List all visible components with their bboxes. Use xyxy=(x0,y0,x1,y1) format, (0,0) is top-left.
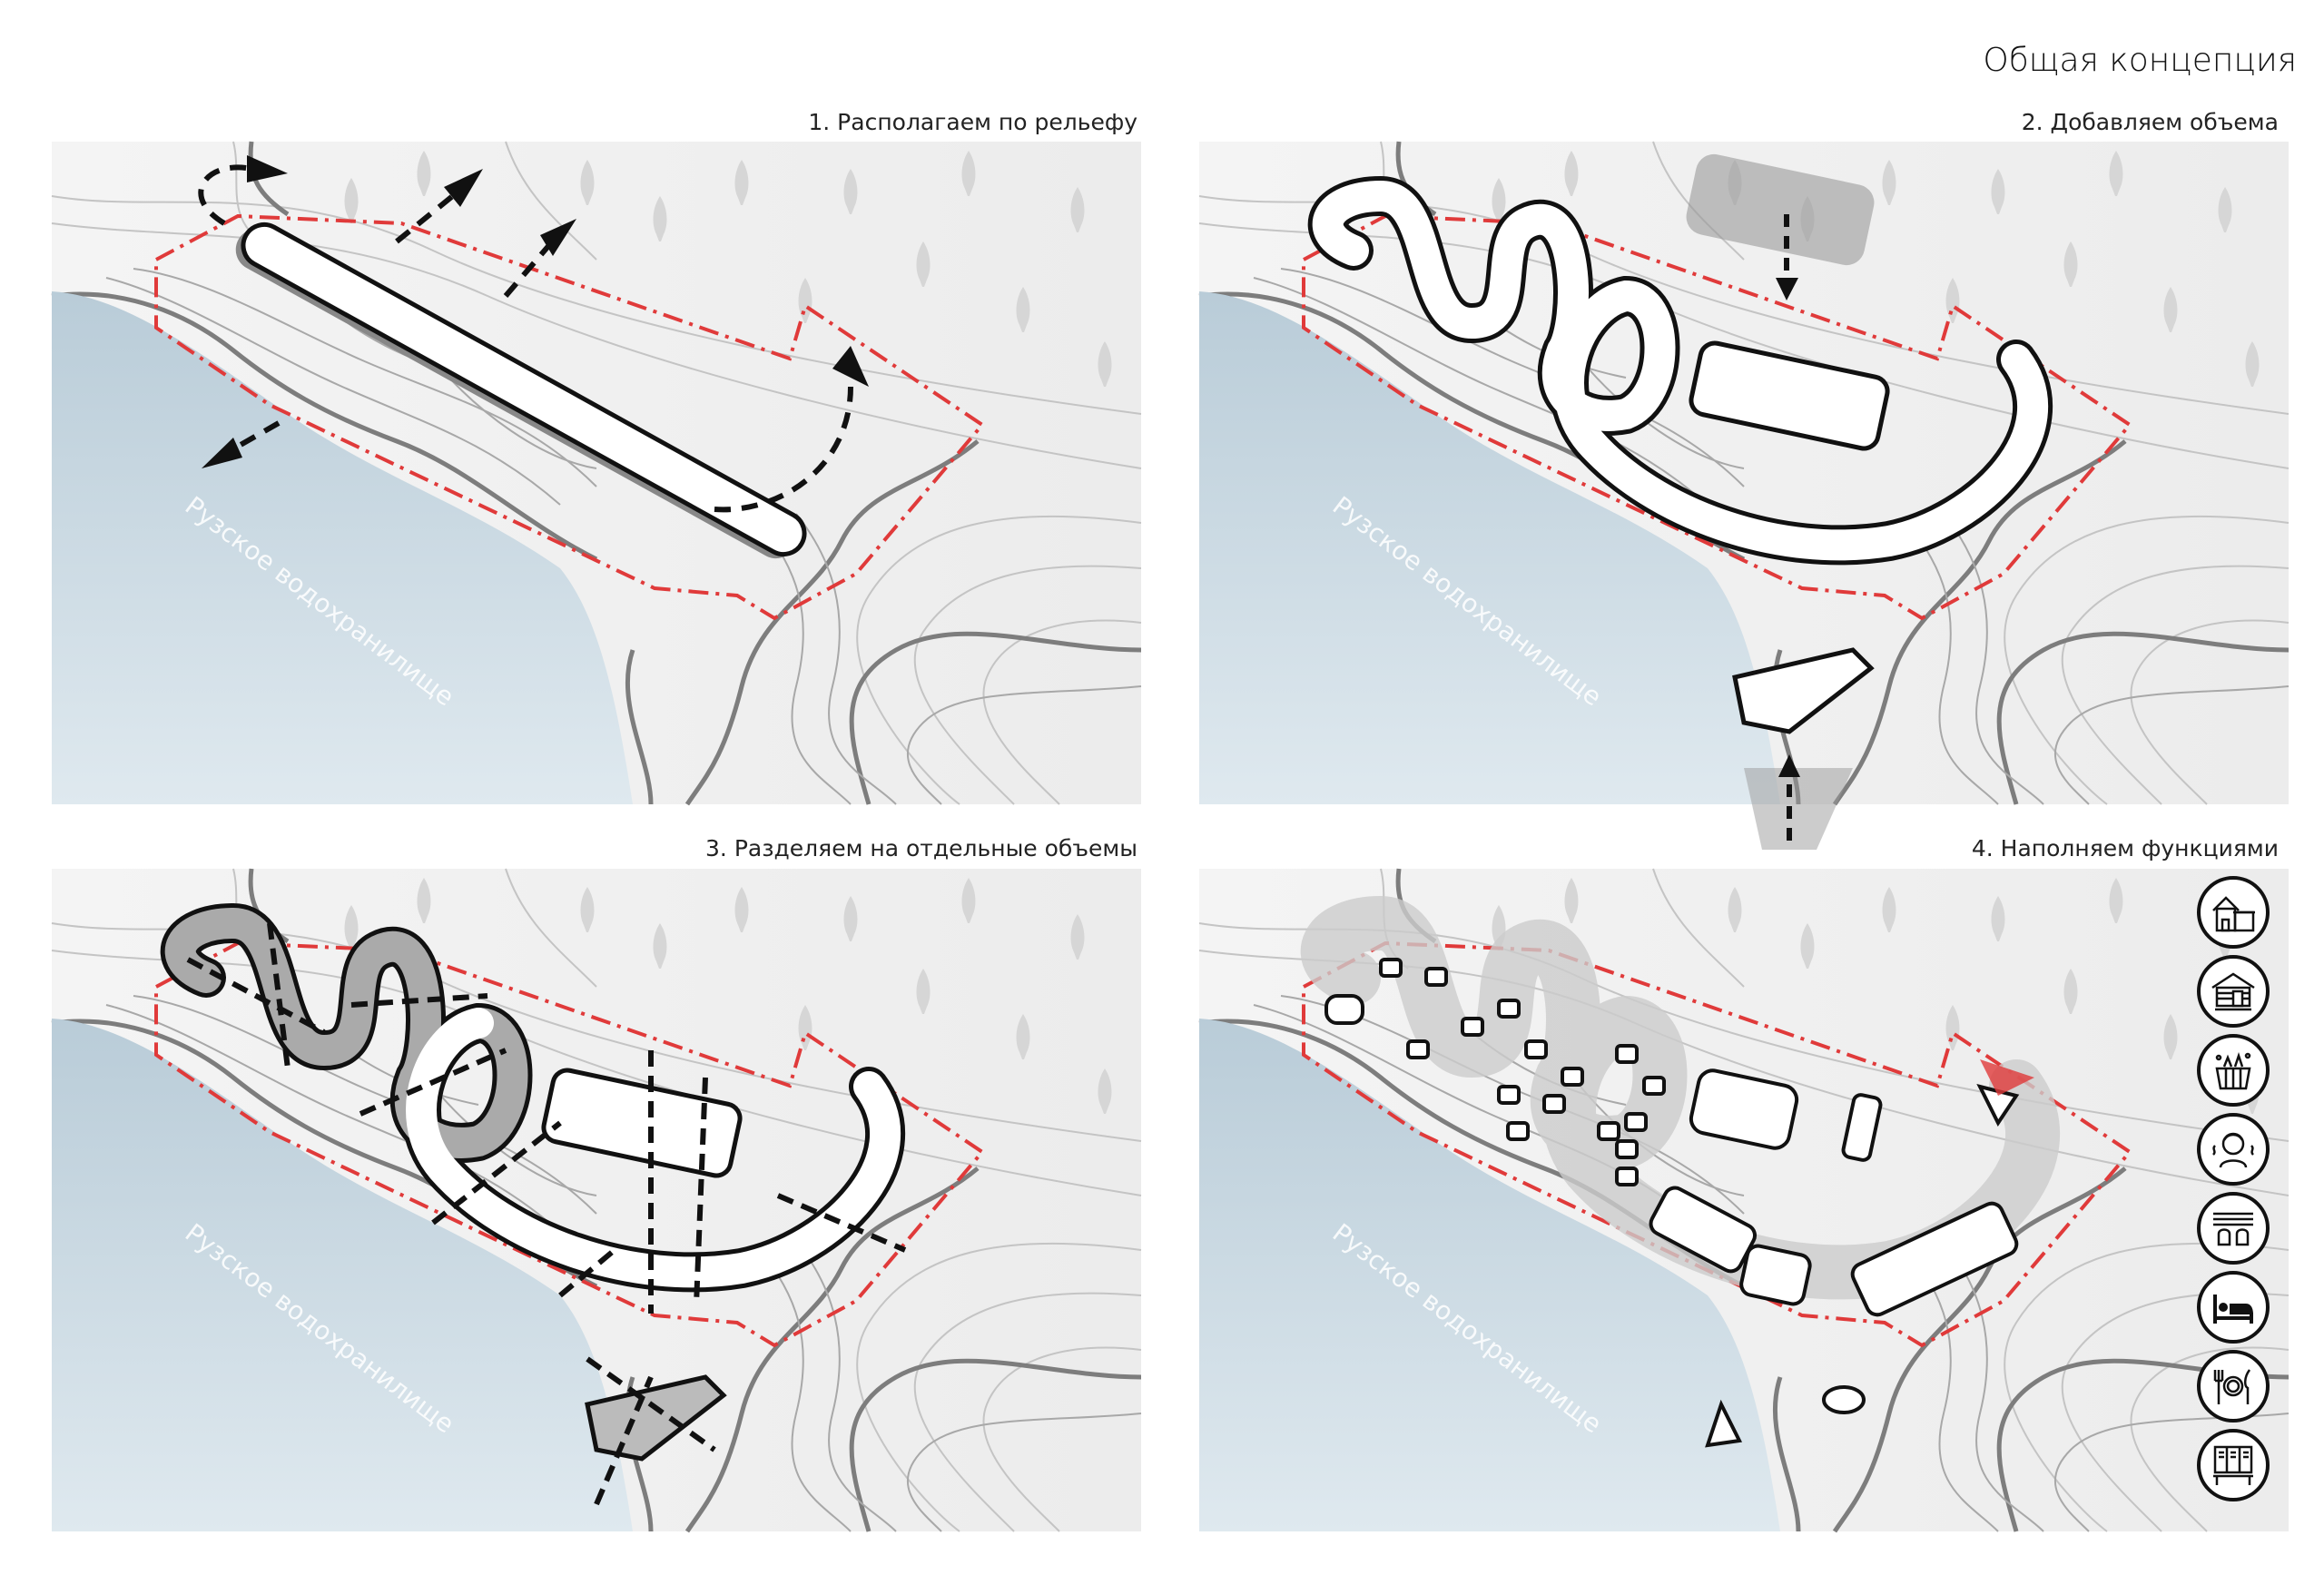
function-volumes xyxy=(1324,958,2020,1448)
panel-3-map: Рузское водохранилище xyxy=(52,869,1141,1531)
panel-1-title: 1. Располагаем по рельефу xyxy=(808,109,1137,135)
panel-3-title: 3. Разделяем на отдельные объемы xyxy=(705,835,1137,861)
spa-icon xyxy=(2197,1113,2270,1186)
bed-icon xyxy=(2197,1271,2270,1344)
house-icon xyxy=(2197,876,2270,949)
hot-tub-icon xyxy=(2197,1034,2270,1107)
panel-4-map: Рузское водохранилище xyxy=(1199,869,2289,1531)
locker-room-icon xyxy=(2197,1429,2270,1501)
function-legend xyxy=(2197,876,2275,1508)
panel-2-title: 2. Добавляем объема xyxy=(2021,109,2279,135)
pier-volume xyxy=(1732,647,1875,734)
restaurant-icon xyxy=(2197,1350,2270,1423)
cabin-icon xyxy=(2197,955,2270,1028)
panel-2-map: Рузское водохранилище xyxy=(1199,142,2289,850)
serpentine-volume xyxy=(1307,175,2053,566)
panel-4-title: 4. Наполняем функциями xyxy=(1971,835,2279,861)
main-building xyxy=(1689,340,1890,451)
panel-1-map: Рузское водохранилище xyxy=(52,142,1141,804)
sauna-slippers-icon xyxy=(2197,1192,2270,1265)
linear-volume xyxy=(235,222,807,559)
cut-lines xyxy=(186,922,907,1506)
page-title: Общая концепция xyxy=(1983,42,2297,79)
